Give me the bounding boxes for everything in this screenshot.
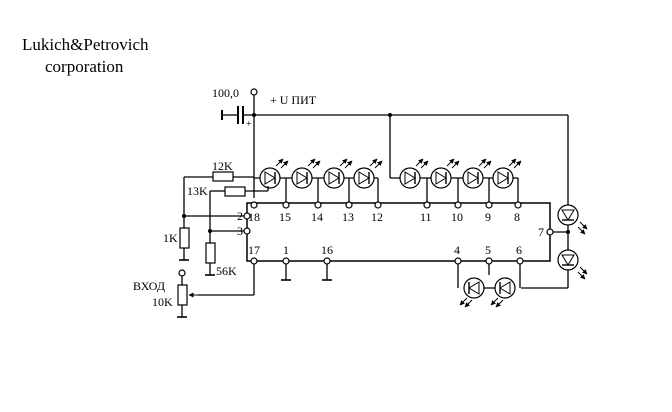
ic-body	[246, 202, 551, 262]
pin-label-17: 17	[248, 243, 260, 257]
led-10-vertical	[557, 249, 588, 280]
led-5	[399, 158, 429, 189]
pin-label-4: 4	[454, 243, 460, 257]
resistor-1k-label: 1K	[163, 231, 178, 245]
ic-pin-markers	[243, 201, 554, 265]
led-11-bottom	[459, 277, 485, 308]
resistor-56k-label: 56K	[216, 264, 237, 278]
pin-label-1: 1	[283, 243, 289, 257]
pin-label-18: 18	[248, 210, 260, 224]
pin-label-12: 12	[371, 210, 383, 224]
led-7	[462, 158, 492, 189]
led-1	[259, 158, 289, 189]
resistor-1k	[179, 227, 190, 261]
pin-label-14: 14	[311, 210, 323, 224]
junction-dot	[252, 113, 256, 117]
pin-label-3: 3	[237, 224, 243, 238]
junction-dot	[566, 230, 570, 234]
supply-terminal	[250, 88, 258, 96]
led-9-vertical	[557, 204, 588, 235]
pin-label-15: 15	[279, 210, 291, 224]
led-3	[323, 158, 353, 189]
chain-pin-drops	[285, 178, 490, 205]
potentiometer-label: 10K	[152, 295, 173, 309]
pin-label-5: 5	[485, 243, 491, 257]
led-12-bottom	[490, 277, 516, 308]
pin-label-11: 11	[420, 210, 432, 224]
resistor-12k-label: 12K	[212, 159, 233, 173]
supply-label: + U ПИТ	[270, 93, 317, 107]
capacitor-value-label: 100,0	[212, 86, 239, 100]
capacitor-plus-sign: +	[246, 119, 252, 130]
junction-dot	[182, 214, 186, 218]
resistor-12k	[212, 171, 234, 182]
pin-label-6: 6	[516, 243, 522, 257]
input-terminal[interactable]	[178, 269, 186, 277]
led-6	[430, 158, 460, 189]
led-2	[291, 158, 321, 189]
potentiometer-10k[interactable]	[177, 284, 198, 318]
pin-label-13: 13	[342, 210, 354, 224]
resistor-13k-label: 13K	[187, 184, 208, 198]
pin-label-7: 7	[538, 225, 544, 239]
resistor-13k	[224, 186, 246, 197]
supply-capacitor	[221, 106, 254, 124]
title-line-2: corporation	[45, 57, 124, 76]
led-4	[353, 158, 383, 189]
title-line-1: Lukich&Petrovich	[22, 35, 149, 54]
pin-label-8: 8	[514, 210, 520, 224]
pin-label-16: 16	[321, 243, 333, 257]
resistor-56k	[205, 242, 216, 276]
pin-label-9: 9	[485, 210, 491, 224]
led-8	[492, 158, 522, 189]
pin-label-10: 10	[451, 210, 463, 224]
junction-dot	[208, 229, 212, 233]
input-label: ВХОД	[133, 279, 165, 293]
pin-label-2: 2	[237, 209, 243, 223]
